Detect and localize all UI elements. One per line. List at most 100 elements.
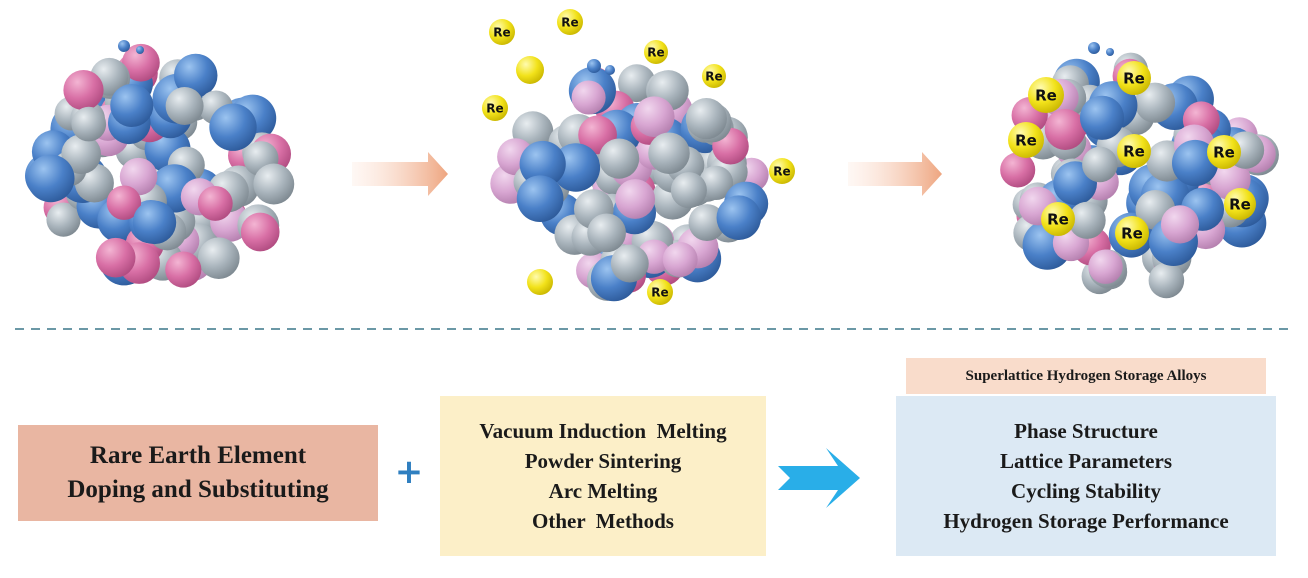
pink-sphere [165, 251, 202, 288]
yellow-sphere [1117, 61, 1151, 95]
method-arc-melting: Arc Melting [548, 479, 658, 503]
gray-sphere [610, 244, 649, 283]
gray-sphere [648, 132, 690, 174]
property-lattice-parameters: Lattice Parameters [1000, 449, 1172, 473]
dopant-label: Re [1035, 86, 1057, 104]
gray-sphere [670, 172, 707, 209]
dopant-label: Re [1123, 142, 1145, 160]
yellow-sphere [1207, 135, 1241, 169]
yellow-sphere [489, 19, 515, 45]
yellow-sphere [1115, 216, 1149, 250]
blue-sphere [110, 83, 154, 128]
pink-sphere [122, 43, 160, 82]
gray-sphere [598, 138, 640, 179]
doping-method-line: Doping and Substituting [67, 476, 329, 503]
blue-sphere [132, 200, 177, 245]
plus-icon: + [394, 452, 424, 492]
yellow-sphere [1028, 77, 1064, 113]
blue-sphere [716, 195, 762, 240]
lilac-sphere [615, 179, 656, 219]
gray-sphere [1134, 82, 1176, 123]
yellow-sphere [557, 9, 583, 35]
dopant-label: Re [651, 285, 668, 299]
dopant-label: Re [1015, 131, 1037, 149]
lilac-sphere [1160, 205, 1200, 244]
method-vacuum-induction-melting: Vacuum Induction Melting [479, 419, 727, 443]
lilac-sphere [633, 96, 675, 138]
preparation-methods-box: Vacuum Induction Melting Powder Sinterin… [440, 396, 766, 556]
gray-sphere [197, 237, 240, 280]
blue-sphere [118, 40, 130, 52]
gray-sphere [1148, 262, 1185, 299]
alloy-cluster-original [25, 40, 295, 288]
dopant-label: Re [773, 164, 790, 178]
stage-arrow-1 [352, 152, 448, 196]
yellow-sphere [527, 269, 553, 295]
yellow-sphere [516, 56, 544, 84]
gray-sphere [1068, 201, 1106, 239]
alloy-type-label: Superlattice Hydrogen Storage Alloys [906, 358, 1266, 394]
dopant-label: Re [1121, 224, 1143, 242]
dopant-label: Re [647, 45, 664, 59]
doping-method-line: Rare Earth Element [89, 442, 307, 469]
yellow-sphere [647, 279, 673, 305]
dopant-label: Re [1047, 210, 1069, 228]
blue-sphere [136, 46, 144, 54]
stage-arrow-2 [848, 152, 942, 196]
property-hydrogen-storage-performance: Hydrogen Storage Performance [943, 509, 1229, 533]
gray-sphere [587, 213, 626, 253]
dopant-label: Re [493, 25, 510, 39]
gray-sphere [165, 87, 204, 125]
method-powder-sintering: Powder Sintering [524, 449, 682, 473]
blue-sphere [26, 154, 75, 203]
pink-sphere [1044, 109, 1086, 150]
pink-sphere [197, 185, 233, 221]
gray-sphere [61, 134, 102, 175]
blue-sphere [1106, 48, 1114, 56]
gray-sphere [1082, 146, 1118, 183]
blue-sphere [1079, 95, 1125, 140]
dopant-label: Re [1123, 69, 1145, 87]
pink-sphere [240, 212, 280, 252]
blue-sphere [1088, 42, 1100, 54]
blue-sphere [209, 103, 257, 151]
dopant-label: Re [486, 101, 503, 115]
blue-sphere [1171, 139, 1219, 187]
dopant-label: Re [1229, 195, 1251, 213]
property-cycling-stability: Cycling Stability [1011, 479, 1161, 503]
gray-sphere [46, 202, 81, 237]
process-arrow [778, 448, 860, 508]
method-other: Other Methods [532, 509, 674, 533]
yellow-sphere [482, 95, 508, 121]
gray-sphere [688, 204, 726, 242]
property-phase-structure: Phase Structure [1014, 419, 1158, 443]
lilac-sphere [1088, 249, 1123, 284]
blue-sphere [173, 53, 218, 98]
blue-sphere [605, 65, 615, 75]
lilac-sphere [571, 80, 606, 115]
yellow-sphere [1008, 122, 1044, 158]
gray-sphere [685, 98, 727, 140]
dopant-label: Re [705, 69, 722, 83]
blue-sphere [587, 59, 601, 73]
blue-sphere [519, 140, 566, 188]
gray-sphere [253, 163, 295, 205]
pink-sphere [106, 185, 142, 220]
yellow-sphere [702, 64, 726, 88]
alloy-properties-box: Phase Structure Lattice Parameters Cycli… [896, 396, 1276, 556]
lilac-sphere [662, 242, 698, 277]
dopant-label: Re [1213, 143, 1235, 161]
yellow-sphere [769, 158, 795, 184]
pink-sphere [1000, 152, 1036, 188]
yellow-sphere [1041, 202, 1075, 236]
yellow-sphere [644, 40, 668, 64]
gray-sphere [698, 165, 734, 201]
blue-sphere [516, 175, 564, 223]
lilac-sphere [119, 157, 158, 196]
pink-sphere [63, 69, 104, 111]
yellow-sphere [1117, 134, 1151, 168]
yellow-sphere [1224, 188, 1256, 220]
